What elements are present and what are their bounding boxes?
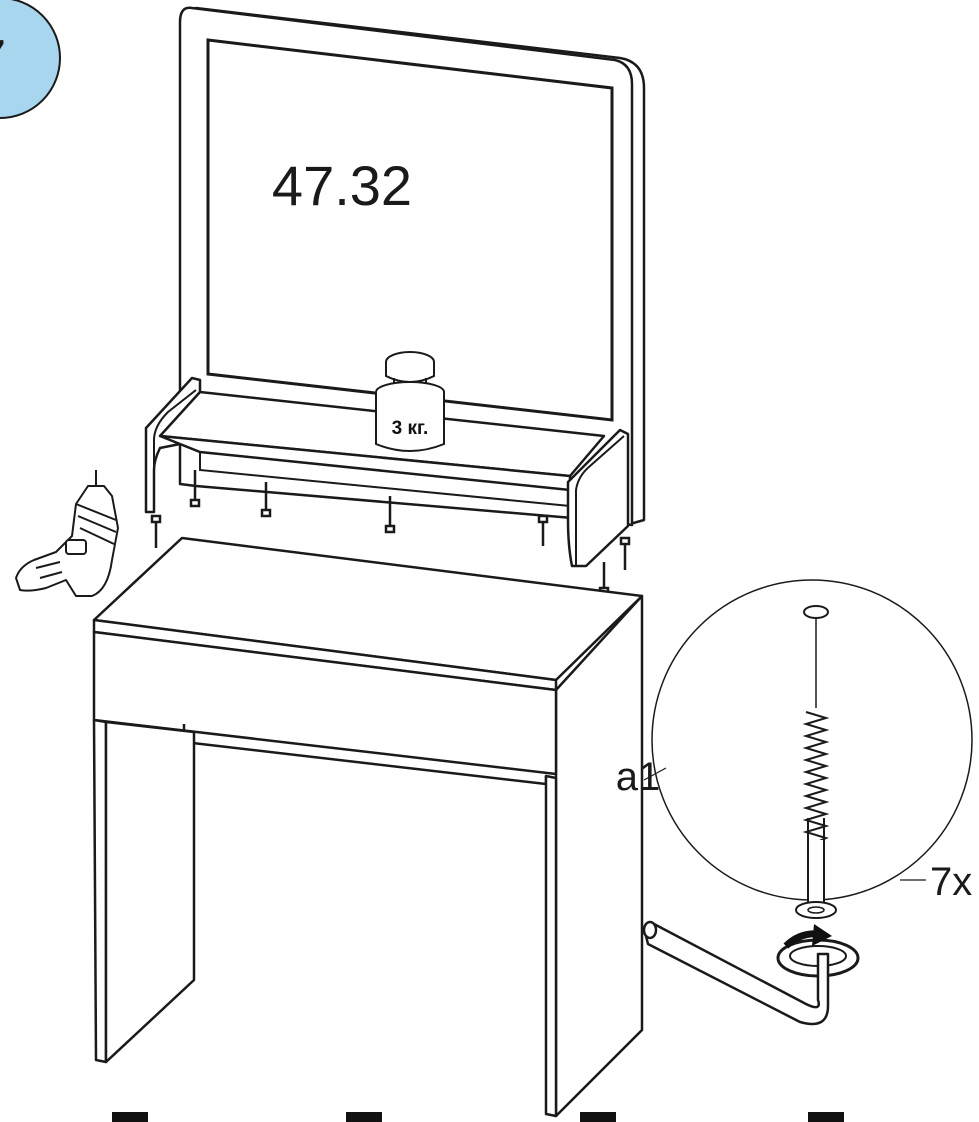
screw-3 bbox=[260, 482, 272, 518]
drill-icon bbox=[15, 470, 119, 597]
weight-label: 3 кг. bbox=[392, 418, 429, 439]
part-code-label: a1 bbox=[616, 755, 661, 799]
step-number: 7 bbox=[0, 30, 6, 88]
mirror-value-text: 47.32 bbox=[272, 154, 412, 217]
screw-2 bbox=[189, 470, 201, 508]
quantity-label: 7x bbox=[930, 860, 972, 904]
mirror-glass bbox=[206, 38, 614, 422]
mirror: 47.32 bbox=[178, 6, 646, 527]
screw-6 bbox=[619, 536, 631, 570]
step-badge: 7 bbox=[0, 0, 61, 119]
table bbox=[92, 536, 644, 1118]
screw-4 bbox=[384, 496, 396, 534]
screw-5 bbox=[537, 514, 549, 546]
screws bbox=[150, 470, 631, 596]
weight-icon: 3 кг. bbox=[375, 351, 445, 452]
hex-key-icon bbox=[642, 920, 830, 1026]
screw-detail-bubble: a1 7x bbox=[616, 579, 973, 919]
screw-1 bbox=[150, 514, 162, 548]
ground-marks bbox=[112, 1112, 844, 1122]
screw-7 bbox=[598, 562, 610, 596]
